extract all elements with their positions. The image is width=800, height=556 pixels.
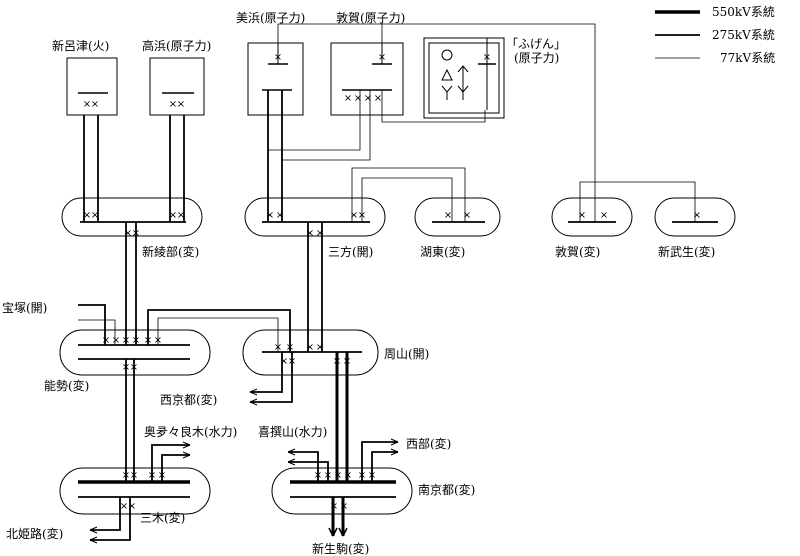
plant-box-takahama (149, 57, 205, 116)
svg-text:×: × (128, 501, 136, 512)
svg-text:×: × (169, 210, 177, 221)
legend-77kv-label: 77kV系統 (720, 51, 775, 65)
svg-text:×: × (276, 210, 284, 221)
svg-text:×: × (130, 362, 138, 373)
svg-text:×: × (280, 356, 288, 367)
svg-text:×: × (368, 470, 376, 481)
label-takarazuka: 宝塚(開) (2, 301, 47, 315)
svg-text:×: × (124, 228, 132, 239)
svg-text:×: × (83, 210, 91, 221)
label-shin-ozu: 新呂津(火) (52, 38, 109, 53)
svg-text:×: × (132, 335, 140, 346)
substation-miki (59, 467, 211, 515)
svg-text:×: × (358, 470, 366, 481)
substation-nose (59, 329, 211, 376)
svg-text:×: × (122, 335, 130, 346)
svg-text:×: × (316, 228, 324, 239)
svg-text:×: × (463, 210, 471, 221)
svg-text:×: × (274, 342, 282, 353)
legend-275kv-label: 275kV系統 (712, 28, 775, 42)
label-kita-himeji: 北姫路(変) (6, 526, 63, 541)
label-shin-takefu: 新武生(変) (658, 244, 715, 259)
label-nose: 能勢(変) (44, 378, 89, 393)
svg-text:×: × (288, 356, 296, 367)
plant-box-tsuruga (330, 42, 404, 116)
label-fugen: 「ふげん」 (506, 37, 566, 51)
label-shin-ikoma: 新生駒(変) (312, 541, 369, 556)
svg-text:×: × (340, 501, 348, 512)
svg-text:×: × (364, 93, 372, 104)
svg-text:×: × (91, 99, 99, 110)
plant-box-fugen-inner (428, 42, 500, 114)
svg-text:×: × (286, 342, 294, 353)
svg-text:×: × (177, 99, 185, 110)
svg-text:×: × (91, 210, 99, 221)
svg-text:×: × (120, 501, 128, 512)
svg-text:×: × (358, 210, 366, 221)
plant-box-fugen-outer (423, 37, 505, 119)
svg-text:×: × (177, 210, 185, 221)
svg-text:×: × (316, 342, 324, 353)
label-tsuruga-plant: 敦賀(原子力) (336, 10, 405, 25)
svg-text:×: × (148, 470, 156, 481)
label-mihama: 美浜(原子力) (236, 11, 305, 25)
label-sanpo: 三方(開) (328, 244, 373, 259)
svg-text:×: × (693, 210, 701, 221)
label-kisenyama: 喜撰山(水力) (258, 425, 327, 439)
svg-text:×: × (169, 99, 177, 110)
breaker-mark: × (83, 99, 91, 110)
svg-text:×: × (344, 470, 352, 481)
label-shuzan: 周山(開) (384, 347, 429, 361)
label-minami-kyoto: 南京都(変) (418, 482, 475, 497)
plant-box-shin-ozu (66, 57, 118, 116)
label-shin-ayabe: 新綾部(変) (142, 244, 199, 259)
svg-text:×: × (333, 356, 341, 367)
svg-text:×: × (102, 335, 110, 346)
svg-text:×: × (306, 228, 314, 239)
svg-text:×: × (154, 335, 162, 346)
svg-text:×: × (132, 228, 140, 239)
svg-text:×: × (144, 335, 152, 346)
svg-text:×: × (374, 93, 382, 104)
svg-text:×: × (483, 52, 491, 63)
substation-shuzan (242, 329, 379, 376)
svg-text:×: × (306, 342, 314, 353)
svg-text:×: × (444, 210, 452, 221)
label-nishi-kyoto: 西京都(変) (160, 392, 217, 407)
label-okutaraki: 奥夛々良木(水力) (144, 424, 237, 439)
legend-550kv-label: 550kV系統 (712, 5, 775, 19)
svg-text:×: × (158, 470, 166, 481)
svg-text:×: × (578, 210, 586, 221)
svg-text:×: × (314, 470, 322, 481)
substation-koto (414, 197, 501, 237)
label-takahama: 高浜(原子力) (142, 38, 211, 53)
label-koto: 湖東(変) (420, 244, 465, 259)
svg-text:×: × (334, 470, 342, 481)
substation-tsuruga (551, 197, 633, 237)
svg-text:×: × (112, 335, 120, 346)
svg-text:×: × (324, 470, 332, 481)
svg-text:×: × (330, 501, 338, 512)
svg-text:×: × (344, 93, 352, 104)
plant-box-mihama (247, 42, 304, 116)
label-fugen-type: (原子力) (514, 51, 559, 65)
label-tsuruga-substation: 敦賀(変) (555, 244, 600, 259)
substation-shin-ayabe (61, 197, 203, 237)
svg-text:×: × (122, 470, 130, 481)
substation-sanpo (244, 197, 386, 237)
svg-text:×: × (378, 52, 386, 63)
svg-text:×: × (122, 362, 130, 373)
svg-text:×: × (343, 356, 351, 367)
svg-text:×: × (600, 210, 608, 221)
svg-text:×: × (354, 93, 362, 104)
svg-text:×: × (350, 210, 358, 221)
label-seibu: 西部(変) (406, 436, 451, 451)
svg-text:×: × (274, 52, 282, 63)
label-miki: 三木(変) (140, 510, 185, 525)
svg-text:×: × (266, 210, 274, 221)
svg-text:×: × (130, 470, 138, 481)
